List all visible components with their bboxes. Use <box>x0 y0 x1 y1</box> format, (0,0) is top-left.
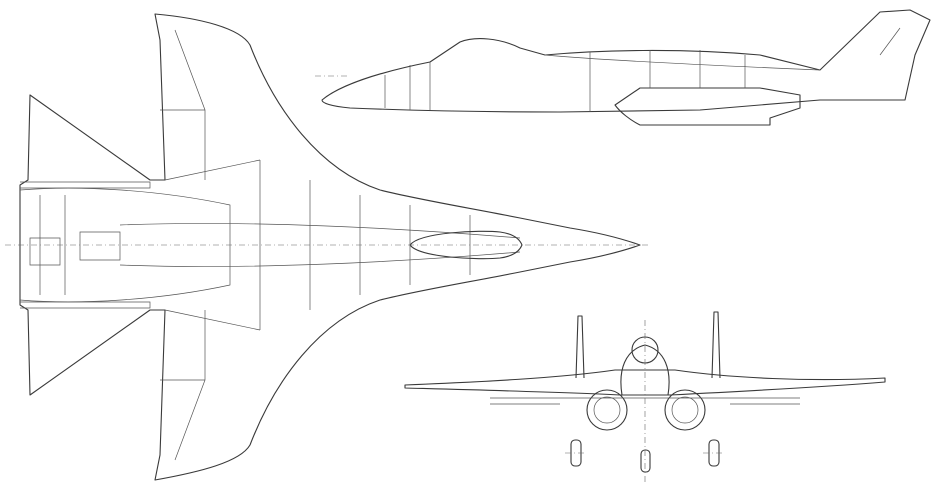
front-right-fin <box>711 311 721 379</box>
front-wings <box>404 369 886 396</box>
front-centerline <box>565 320 725 485</box>
top-view-outline <box>19 13 641 481</box>
side-panel-lines <box>384 27 901 112</box>
front-nose-gear <box>640 449 651 473</box>
front-left-fin <box>575 315 585 379</box>
top-fuselage-lines <box>119 223 521 267</box>
side-nacelle <box>614 87 801 126</box>
top-stabilizer-booms <box>20 181 151 309</box>
front-right-intake <box>664 389 706 431</box>
front-left-intake <box>586 389 628 431</box>
front-right-intake-inner <box>671 396 699 424</box>
top-view <box>5 13 650 481</box>
front-fuselage <box>620 344 670 396</box>
front-view <box>404 311 886 485</box>
front-left-intake-inner <box>593 396 621 424</box>
side-view <box>315 9 931 126</box>
